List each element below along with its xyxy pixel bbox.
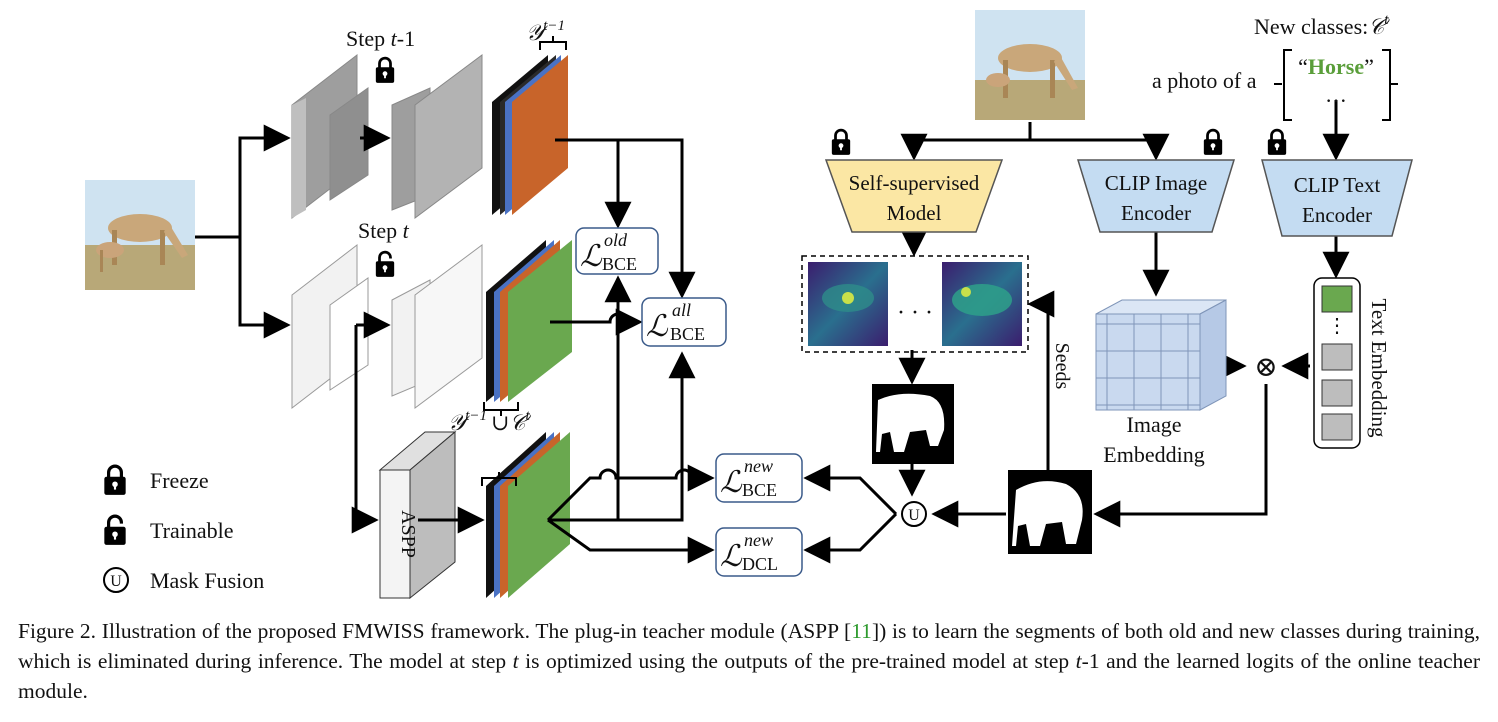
svg-text:ℒ: ℒ <box>720 540 743 573</box>
seeds-label: Seeds <box>1051 343 1073 390</box>
svg-text:Mask Fusion: Mask Fusion <box>150 568 264 593</box>
prompt-ellipsis: ··· <box>1325 88 1347 113</box>
lock-closed-icon <box>1266 128 1288 156</box>
feature-map-teacher <box>486 432 570 598</box>
lock-open-icon <box>374 250 396 278</box>
svg-text:ℒ: ℒ <box>580 240 603 273</box>
svg-text:DCL: DCL <box>742 554 778 574</box>
activation-maps: · · · <box>801 255 1029 353</box>
self-supervised-mask <box>872 384 954 464</box>
svg-text:U: U <box>908 507 920 524</box>
svg-text:old: old <box>604 230 628 250</box>
svg-text:Encoder: Encoder <box>1121 201 1191 225</box>
svg-text:all: all <box>672 300 691 320</box>
image-embedding-cube: Image Embedding <box>1095 299 1227 467</box>
legend: Freeze Trainable U Mask Fusion <box>102 464 264 593</box>
svg-text:BCE: BCE <box>602 254 637 274</box>
citation-link[interactable]: 11 <box>851 619 872 643</box>
aspp-label: ASPP <box>397 510 419 558</box>
step-curr-label: Step t <box>358 218 410 243</box>
svg-text:CLIP Text: CLIP Text <box>1294 173 1381 197</box>
svg-text:CLIP Image: CLIP Image <box>1105 171 1207 195</box>
aspp-module: ASPP <box>378 430 457 600</box>
y-union-c-label: 𝒴t−1∪𝒞t <box>448 408 531 435</box>
clip-input-image <box>975 10 1085 120</box>
loss-new-bce: ℒ new BCE <box>715 453 803 503</box>
feature-map-curr <box>486 240 572 402</box>
mask-fusion-icon <box>103 567 129 593</box>
mask-fusion-node <box>901 501 927 527</box>
feature-map-prev <box>492 55 568 215</box>
left-arrows <box>195 124 715 564</box>
new-classes-label: New classes:𝒞t <box>1254 12 1390 39</box>
right-arrows <box>803 100 1350 564</box>
y-prev-label: 𝒴t−1 <box>526 18 565 45</box>
svg-text:Embedding: Embedding <box>1103 442 1204 467</box>
lock-closed-icon <box>830 128 852 156</box>
svg-text:BCE: BCE <box>742 480 777 500</box>
loss-new-dcl: ℒ new DCL <box>715 527 803 577</box>
otimes-icon: ⊗ <box>1254 352 1277 383</box>
svg-text:BCE: BCE <box>670 324 705 344</box>
encoder-step-prev <box>291 53 483 220</box>
svg-text:U: U <box>110 573 122 590</box>
svg-text:⋮: ⋮ <box>1327 315 1347 337</box>
text-embedding: ⋮ Text Embedding <box>1313 277 1391 449</box>
lock-closed-icon <box>1202 128 1224 156</box>
svg-text:ℒ: ℒ <box>720 466 743 499</box>
svg-text:new: new <box>744 456 773 476</box>
svg-text:Model: Model <box>887 201 942 225</box>
self-supervised-model: Self-supervised Model <box>824 159 1004 233</box>
step-prev-label: Step t-1 <box>346 26 415 51</box>
prompt-brace <box>1274 49 1398 121</box>
input-image <box>85 180 195 290</box>
figure-caption: Figure 2. Illustration of the proposed F… <box>18 619 1481 703</box>
svg-text:Freeze: Freeze <box>150 468 209 493</box>
framework-diagram: Step t-1 𝒴t−1 Step t 𝒴t−1∪𝒞t ASPP <box>85 10 1413 600</box>
maps-ellipsis: · · · <box>897 300 933 326</box>
clip-seed-mask <box>1008 470 1092 554</box>
lock-closed-icon <box>374 56 396 84</box>
lock-closed-icon <box>102 464 128 496</box>
loss-all-bce: ℒ all BCE <box>641 297 727 347</box>
text-embedding-label: Text Embedding <box>1367 298 1391 438</box>
loss-old-bce: ℒ old BCE <box>575 227 659 275</box>
svg-text:ℒ: ℒ <box>646 310 669 343</box>
svg-text:Encoder: Encoder <box>1302 203 1372 227</box>
lock-open-icon <box>102 514 128 546</box>
prompt-prefix: a photo of a <box>1152 68 1257 93</box>
svg-text:new: new <box>744 530 773 550</box>
svg-text:Trainable: Trainable <box>150 518 234 543</box>
svg-text:Self-supervised: Self-supervised <box>849 171 980 195</box>
encoder-step-curr <box>291 243 483 410</box>
clip-image-encoder: CLIP Image Encoder <box>1076 159 1236 233</box>
prompt-class: “Horse” <box>1298 54 1374 79</box>
image-embedding-label: Image <box>1127 412 1182 437</box>
clip-text-encoder: CLIP Text Encoder <box>1261 159 1413 237</box>
